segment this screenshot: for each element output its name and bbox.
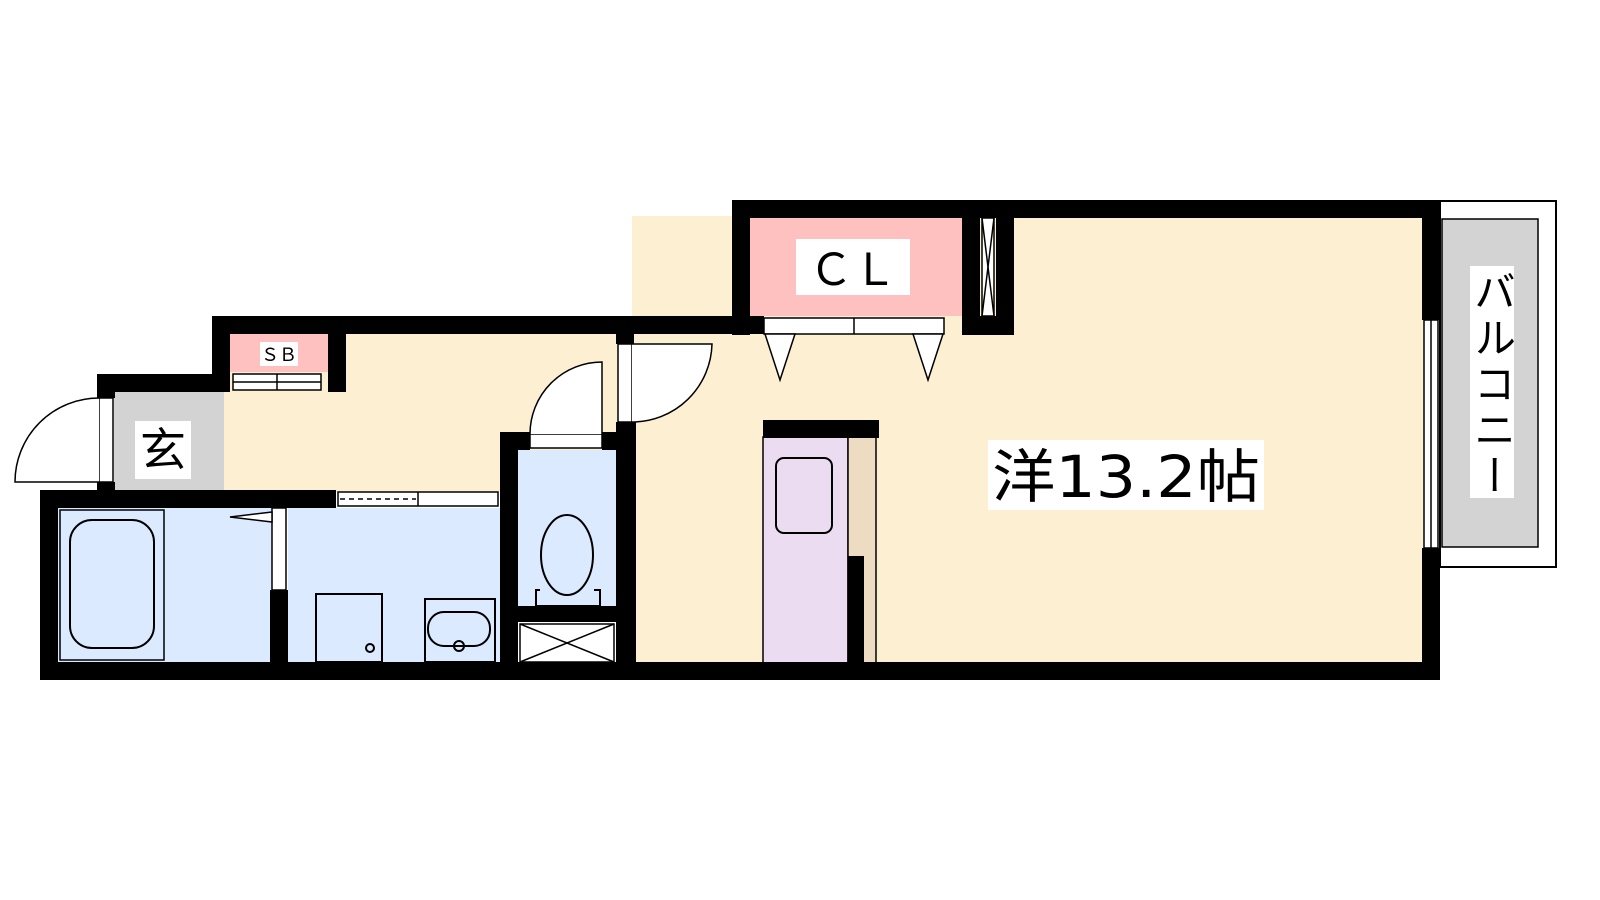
- kitchen-floor: [762, 436, 849, 664]
- room-door-swing: [631, 343, 713, 423]
- entrance-door-frame: [98, 397, 114, 483]
- labels: ＣＬ ＳＢ 玄 洋13.2帖: [135, 239, 1264, 511]
- closet-label: ＣＬ: [809, 245, 897, 296]
- washroom-floor: [288, 508, 500, 664]
- washbasin: [424, 598, 496, 663]
- bathtub: [59, 509, 165, 661]
- balcony-label: バルコニー: [1468, 270, 1517, 500]
- balcony: バルコニー: [1439, 200, 1557, 568]
- western-room-label: 洋13.2帖: [992, 443, 1260, 511]
- toilet-door-frame: [529, 433, 603, 449]
- toilet-door-swing: [529, 361, 603, 435]
- washing-machine: [315, 593, 383, 663]
- bathroom-door: [271, 507, 287, 591]
- entrance-label: 玄: [140, 423, 186, 477]
- kitchen-sink: [775, 457, 833, 534]
- walls: [40, 200, 1440, 680]
- fixtures: [59, 457, 833, 663]
- fittings: [14, 217, 1439, 663]
- shoe-box-label: ＳＢ: [261, 345, 297, 366]
- entrance-door-swing: [14, 397, 100, 483]
- toilet-floor: [518, 450, 616, 608]
- room-door-frame: [617, 343, 633, 423]
- toilet-bowl: [540, 514, 594, 596]
- bathtub-basin: [69, 519, 155, 649]
